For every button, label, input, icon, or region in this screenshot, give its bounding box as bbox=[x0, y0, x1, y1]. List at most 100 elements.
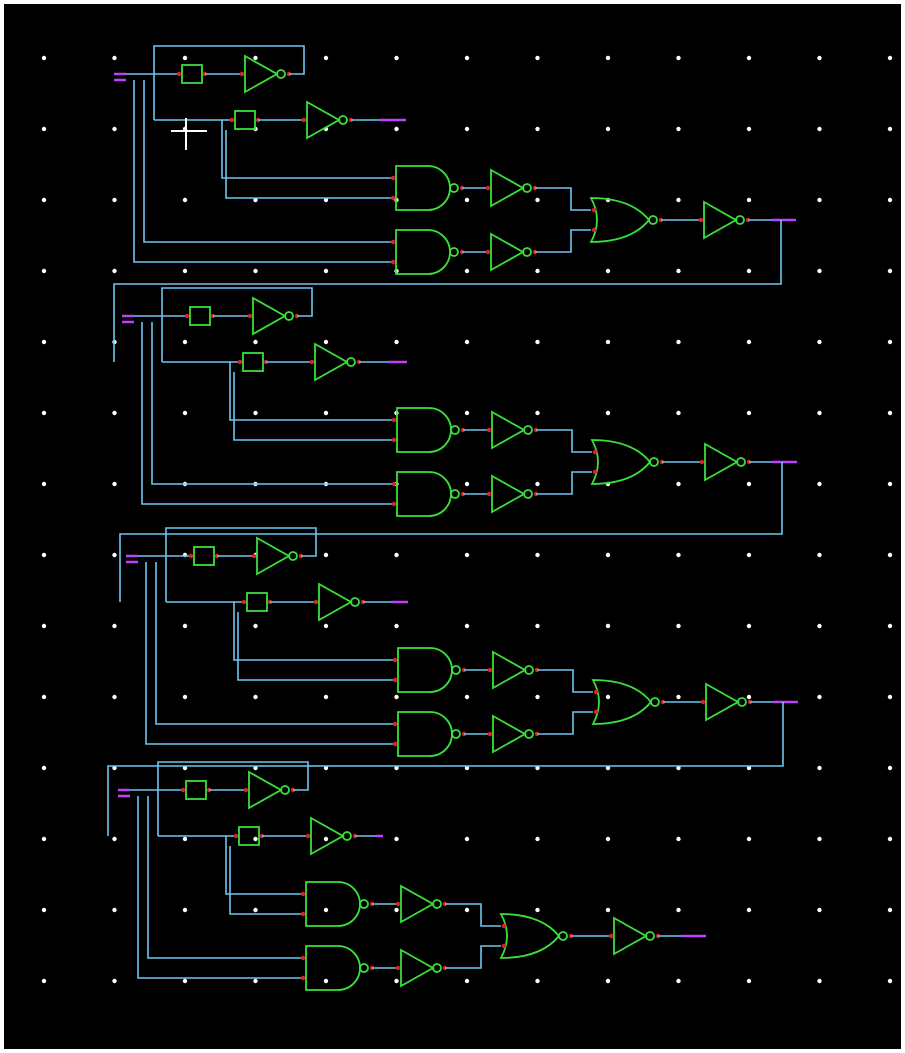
wire bbox=[445, 903, 501, 927]
grid-dot bbox=[887, 197, 893, 203]
grid-dot bbox=[535, 623, 540, 629]
grid-dot bbox=[676, 836, 681, 842]
grid-dot bbox=[112, 410, 117, 416]
grid-dot bbox=[746, 197, 752, 203]
grid-dot bbox=[605, 694, 611, 700]
buffer-gate bbox=[180, 780, 212, 800]
grid-dot bbox=[323, 55, 329, 61]
grid-dot bbox=[323, 694, 329, 700]
grid-dot bbox=[394, 978, 399, 984]
grid-dot bbox=[464, 197, 470, 203]
grid-dot bbox=[746, 481, 752, 487]
pin bbox=[501, 923, 507, 929]
grid-dot bbox=[394, 694, 399, 700]
grid-dot bbox=[887, 694, 893, 700]
wire bbox=[161, 287, 313, 362]
pin bbox=[247, 313, 253, 319]
pin bbox=[700, 699, 706, 705]
grid-dot bbox=[535, 978, 540, 984]
wire bbox=[535, 187, 591, 211]
grid-dot bbox=[605, 552, 611, 558]
grid-dot bbox=[746, 978, 752, 984]
grid-dot bbox=[41, 623, 47, 629]
grid-dot bbox=[41, 765, 47, 771]
inverter-gate bbox=[486, 474, 539, 514]
wire bbox=[151, 322, 394, 485]
grid-dot bbox=[323, 552, 329, 558]
wire bbox=[537, 669, 593, 693]
and-gate bbox=[392, 711, 467, 757]
grid-dot bbox=[253, 836, 258, 842]
grid-dot bbox=[41, 268, 47, 274]
grid-dot bbox=[887, 836, 893, 842]
wire bbox=[107, 702, 784, 836]
circuit bbox=[107, 45, 798, 991]
grid-dot bbox=[535, 410, 540, 416]
grid-dot bbox=[605, 55, 611, 61]
grid-dot bbox=[41, 197, 47, 203]
wire bbox=[153, 45, 305, 120]
grid-dot bbox=[535, 694, 540, 700]
pin bbox=[486, 427, 492, 433]
grid-dot bbox=[394, 339, 399, 345]
grid-dot bbox=[746, 765, 752, 771]
pin bbox=[184, 313, 190, 319]
grid-dot bbox=[464, 907, 470, 913]
grid-dot bbox=[464, 55, 470, 61]
grid-dot bbox=[253, 197, 258, 203]
grid-dot bbox=[887, 481, 893, 487]
and-gate bbox=[391, 407, 466, 453]
pin bbox=[485, 185, 491, 191]
grid-dot bbox=[817, 978, 822, 984]
wire bbox=[119, 462, 783, 602]
grid-dot bbox=[323, 268, 329, 274]
pin bbox=[593, 689, 599, 695]
grid-dot bbox=[464, 623, 470, 629]
pin bbox=[501, 943, 507, 949]
grid-dot bbox=[746, 623, 752, 629]
inverter-gate bbox=[239, 54, 292, 94]
grid-dot bbox=[746, 694, 752, 700]
grid-dot bbox=[464, 268, 470, 274]
grid-dot bbox=[394, 765, 399, 771]
grid-dot bbox=[817, 481, 822, 487]
schematic-canvas[interactable] bbox=[4, 4, 901, 1049]
pin bbox=[593, 709, 599, 715]
pin bbox=[309, 359, 315, 365]
grid-dot bbox=[535, 481, 540, 487]
grid-dot bbox=[464, 552, 470, 558]
pin bbox=[229, 117, 235, 123]
buffer-gate bbox=[176, 64, 208, 84]
grid-dot bbox=[887, 907, 893, 913]
grid-dot bbox=[182, 836, 188, 842]
crosshair-cursor bbox=[171, 118, 207, 150]
grid-dot bbox=[253, 55, 258, 61]
pin bbox=[300, 891, 306, 897]
grid-dot bbox=[535, 268, 540, 274]
grid-dot bbox=[112, 907, 117, 913]
canvas-background bbox=[4, 4, 901, 1049]
wire bbox=[225, 836, 303, 895]
pin bbox=[395, 965, 401, 971]
grid-dot bbox=[887, 339, 893, 345]
grid-dot bbox=[464, 694, 470, 700]
grid-dot bbox=[253, 978, 258, 984]
grid-dot bbox=[41, 907, 47, 913]
stage-4 bbox=[118, 761, 706, 991]
pin bbox=[698, 217, 704, 223]
pin bbox=[487, 731, 493, 737]
wire bbox=[229, 362, 394, 421]
or-gate bbox=[590, 439, 665, 485]
or-gate bbox=[499, 913, 574, 959]
grid-dot bbox=[253, 410, 258, 416]
pin bbox=[699, 459, 705, 465]
inverter-gate bbox=[485, 232, 538, 272]
inverter-gate bbox=[699, 442, 752, 482]
grid-dot bbox=[746, 268, 752, 274]
grid-dot bbox=[41, 552, 47, 558]
pin bbox=[233, 833, 239, 839]
grid-dot bbox=[182, 197, 188, 203]
wire bbox=[157, 761, 309, 836]
pin bbox=[305, 833, 311, 839]
